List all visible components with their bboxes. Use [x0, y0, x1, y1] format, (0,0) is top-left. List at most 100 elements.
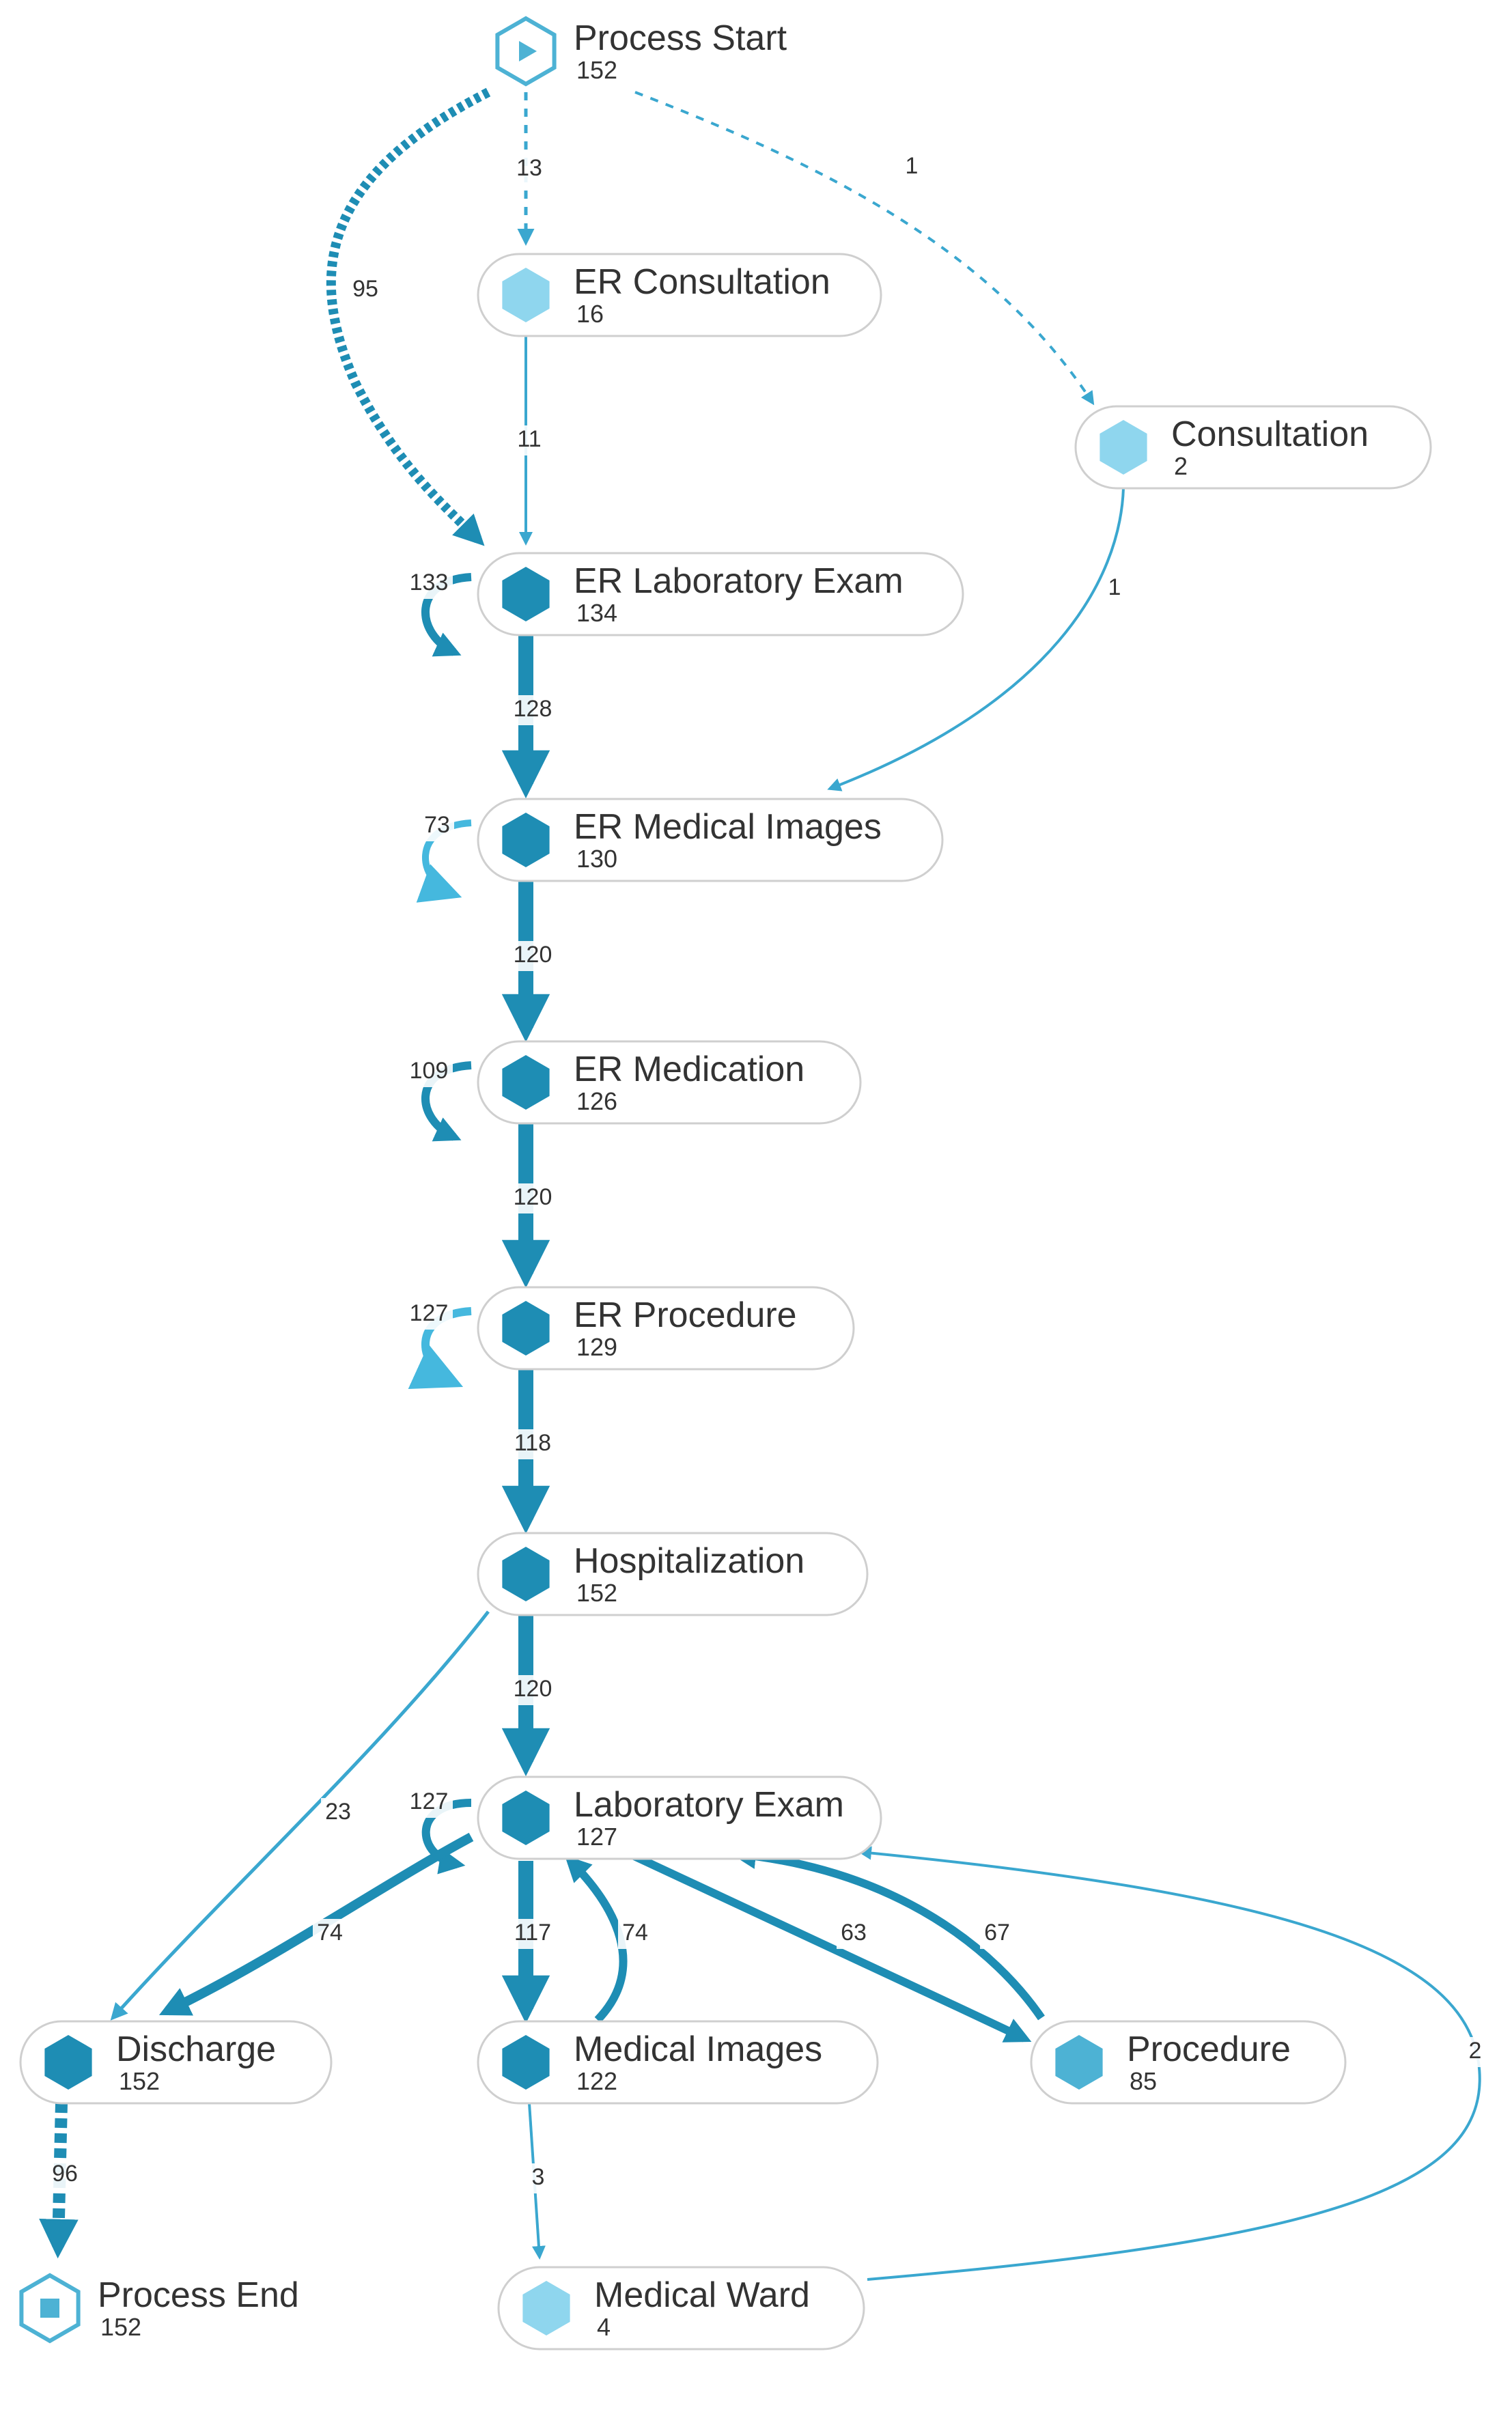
edge-label-start-to-consult: 1: [901, 152, 922, 182]
edge-value-label: 120: [514, 942, 552, 968]
hexagon-icon: [502, 567, 550, 621]
node-name: ER Laboratory Exam: [574, 561, 904, 601]
stop-icon: [40, 2299, 59, 2318]
node-pill[interactable]: [477, 798, 944, 882]
node-name: Medical Ward: [594, 2275, 810, 2315]
node-name: Laboratory Exam: [574, 1785, 844, 1825]
edge-value-label: 3: [532, 2164, 545, 2190]
edge-label-img-to-lab: 74: [618, 1919, 652, 1949]
node-pill[interactable]: [477, 1532, 869, 1616]
node-count: 134: [576, 599, 617, 627]
edge-label-hosp-to-discharge: 23: [321, 1798, 355, 1828]
node-name: Medical Images: [574, 2030, 822, 2069]
node-count: 152: [576, 1579, 617, 1607]
hexagon-icon: [44, 2035, 92, 2090]
edge-label-er_med-to-er_med: 109: [405, 1057, 453, 1087]
node-pill[interactable]: [477, 1286, 855, 1371]
edge-label-lab-to-lab: 127: [405, 1788, 453, 1818]
node-pill[interactable]: [477, 2020, 879, 2105]
edge-value-label: 13: [516, 155, 542, 181]
edge-label-background: [837, 1919, 871, 1949]
edge-label-background: [405, 569, 453, 599]
edge-value-label: 120: [514, 1184, 552, 1210]
node-count: 129: [576, 1333, 617, 1361]
edge-value-label: 128: [514, 696, 552, 722]
hexagon-icon: [502, 1301, 550, 1356]
edge-value-label: 73: [424, 812, 450, 838]
node-pill[interactable]: [477, 1040, 862, 1125]
edge-label-background: [405, 1300, 453, 1330]
hexagon-icon: [522, 2281, 570, 2335]
edge-label-background: [512, 425, 546, 455]
node-pill[interactable]: [477, 1776, 882, 1860]
edge-value-label: 117: [514, 1920, 551, 1946]
node-name: ER Medical Images: [574, 807, 882, 847]
node-count: 130: [576, 845, 617, 873]
hexagon-icon: [1055, 2035, 1103, 2090]
node-count: 152: [576, 56, 617, 84]
node-count: 127: [576, 1823, 617, 1851]
hexagon-icon: [502, 2035, 550, 2090]
edge-img-to-lab: [564, 1855, 628, 2023]
edge-value-label: 74: [622, 1920, 648, 1946]
node-pill[interactable]: [1030, 2020, 1347, 2105]
edge-value-label: 2: [1469, 2038, 1482, 2064]
edge-value-label: 109: [410, 1058, 449, 1084]
edge-label-background: [348, 275, 382, 305]
node-pill[interactable]: [19, 2020, 333, 2105]
edge-value-label: 95: [352, 276, 378, 302]
node-name: Consultation: [1171, 415, 1369, 454]
node-count: 2: [1174, 452, 1188, 480]
edge-value-label: 120: [514, 1676, 552, 1702]
node-name: Procedure: [1127, 2030, 1291, 2069]
edge-value-label: 74: [317, 1920, 343, 1946]
edge-label-background: [321, 1798, 355, 1828]
node-name: Discharge: [116, 2030, 276, 2069]
edge-label-ward-to-lab: 2: [1465, 2037, 1485, 2067]
edge-value-label: 1: [906, 153, 919, 179]
edge-start-to-consult: [634, 91, 1095, 406]
edge-value-label: 118: [514, 1430, 551, 1456]
edge-label-background: [509, 1429, 557, 1459]
node-name: ER Medication: [574, 1050, 804, 1089]
edge-label-er_lab-to-er_lab: 133: [405, 569, 453, 599]
node-name: Process Start: [574, 18, 787, 58]
hexagon-icon: [502, 1791, 550, 1845]
hexagon-icon: [1100, 420, 1147, 475]
edge-proc-to-lab: [729, 1842, 1045, 2021]
edge-value-label: 63: [841, 1920, 867, 1946]
node-name: ER Consultation: [574, 262, 830, 302]
edge-label-background: [420, 811, 454, 841]
edge-label-er_img-to-er_img: 73: [420, 811, 454, 841]
node-count: 85: [1130, 2067, 1157, 2095]
edge-label-background: [901, 152, 922, 182]
edge-value-label: 96: [52, 2161, 78, 2187]
edge-label-er_consult-to-er_lab: 11: [512, 425, 546, 455]
edge-value-label: 23: [325, 1799, 351, 1825]
edge-label-background: [528, 2163, 548, 2193]
edge-label-background: [405, 1057, 453, 1087]
node-pill[interactable]: [497, 2266, 865, 2350]
hexagon-icon: [502, 813, 550, 867]
edge-value-label: 1: [1108, 574, 1121, 600]
node-pill[interactable]: [1074, 405, 1432, 490]
node-pill[interactable]: [477, 552, 964, 636]
edge-lab-to-proc: [606, 1840, 1032, 2043]
node-pill[interactable]: [477, 253, 882, 337]
hexagon-icon: [502, 1055, 550, 1110]
